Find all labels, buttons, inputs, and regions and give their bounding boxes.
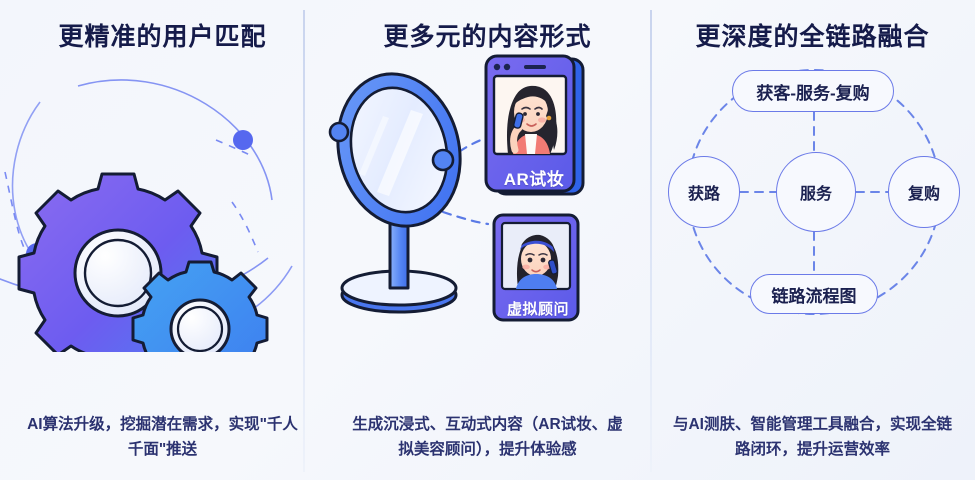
flow-node-service[interactable]: 服务 [776,152,856,232]
panel-user-matching: 更精准的用户匹配 [0,0,325,480]
panel-title: 更深度的全链路融合 [695,23,930,51]
gears-orbit-svg [0,79,293,398]
panel-title: 更精准的用户匹配 [58,23,267,51]
flow-node-repurchase[interactable]: 复购 [888,156,960,228]
mirror-glare [359,110,423,196]
panel-divider-1 [303,10,305,472]
panel-caption: 与AI测肤、智能管理工具融合，实现全链路闭环，提升运营效率 [672,415,952,458]
flow-node-acquire[interactable]: 获路 [668,156,740,228]
card-virtual-advisor-svg [492,213,580,322]
panel-caption: 生成沉浸式、互动式内容（AR试妆、虚拟美容顾问），提升体验感 [352,415,623,458]
flow-node-service-label: 服务 [799,186,832,203]
illustration-mirror-cards: AR试妆 [325,52,650,412]
illustration-flow-diagram: 获客-服务-复购 获路 服务 复购 链路流程图 [650,52,975,412]
card-ar-makeup-svg [484,54,585,196]
panel-title: 更多元的内容形式 [383,23,592,51]
illustration-woman-makeup [506,85,558,154]
panel-divider-2 [650,10,652,472]
flow-node-top[interactable]: 获客-服务-复购 [732,70,894,112]
flow-node-bottom[interactable]: 链路流程图 [750,274,878,314]
flow-node-repurchase-label: 复购 [907,186,940,203]
illustration-advisor-avatar [516,234,559,289]
panel-full-chain: 更深度的全链路融合 获客-服务-复购 [650,0,975,480]
flow-node-acquire-label: 获路 [687,186,720,203]
panel-caption: AI算法升级，挖掘潜在需求，实现"千人千面"推送 [27,415,298,458]
orbit-dot-right [233,130,253,150]
card-virtual-advisor[interactable]: 虚拟顾问 [490,212,586,326]
card-ar-makeup-label: AR试妆 [503,170,565,189]
mirror-svg [328,72,490,314]
flow-node-bottom-label: 链路流程图 [771,286,857,306]
flow-node-top-label: 获客-服务-复购 [756,83,870,103]
panel-content-formats: 更多元的内容形式 [325,0,650,480]
illustration-gears-orbit [0,52,325,412]
card-ar-makeup[interactable]: AR试妆 [482,54,586,202]
card-virtual-advisor-label: 虚拟顾问 [506,301,569,318]
